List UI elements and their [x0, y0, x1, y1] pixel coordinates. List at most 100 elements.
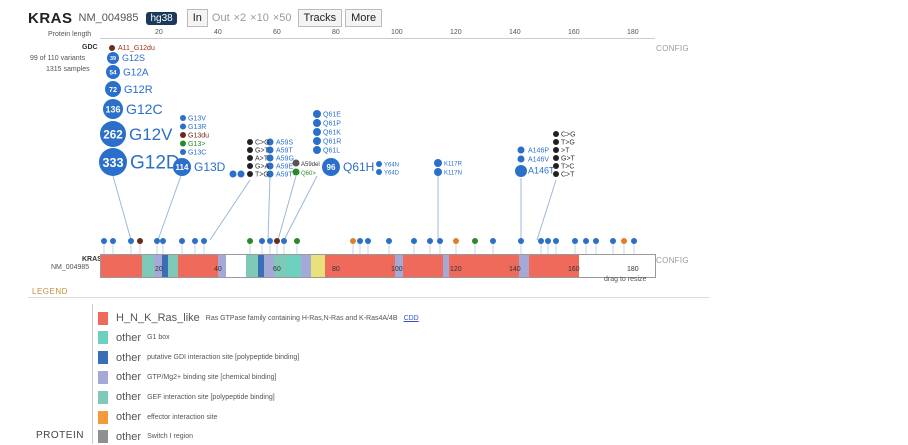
lollipop-disc[interactable]	[593, 238, 599, 244]
lollipop-disc[interactable]	[553, 171, 559, 177]
lollipop-disc[interactable]	[313, 137, 321, 145]
lollipop-disc[interactable]	[553, 147, 559, 153]
lollipop-disc[interactable]	[515, 165, 527, 177]
lollipop-disc[interactable]	[173, 158, 191, 176]
lollipop-disc[interactable]	[259, 238, 265, 244]
zoom-x50-button[interactable]: ×50	[272, 12, 292, 24]
protein-domain[interactable]	[101, 255, 109, 277]
lollipop-disc[interactable]	[274, 238, 280, 244]
lollipop-disc[interactable]	[180, 132, 186, 138]
protein-domain[interactable]	[154, 255, 162, 277]
lollipop-disc[interactable]	[427, 238, 433, 244]
lollipop-disc[interactable]	[105, 81, 121, 97]
lollipop-disc[interactable]	[292, 159, 300, 167]
lollipop-disc[interactable]	[386, 238, 392, 244]
lollipop-disc[interactable]	[313, 146, 321, 154]
lollipop-discs[interactable]	[99, 45, 637, 244]
lollipop-disc[interactable]	[160, 238, 166, 244]
protein-domain[interactable]	[168, 255, 178, 277]
protein-domain[interactable]	[274, 255, 286, 277]
lollipop-disc[interactable]	[631, 238, 637, 244]
lollipop-disc[interactable]	[247, 171, 253, 177]
protein-domain[interactable]	[395, 255, 403, 277]
lollipop-disc[interactable]	[180, 123, 186, 130]
protein-domain[interactable]	[519, 255, 529, 277]
lollipop-disc[interactable]	[313, 110, 321, 118]
protein-domain[interactable]	[218, 255, 226, 277]
zoom-x2-button[interactable]: ×2	[233, 12, 247, 24]
lollipop-disc[interactable]	[517, 155, 525, 163]
lollipop-disc[interactable]	[553, 238, 559, 244]
lollipop-disc[interactable]	[247, 147, 253, 153]
protein-domain[interactable]	[264, 255, 274, 277]
lollipop-disc[interactable]	[201, 238, 207, 244]
lollipop-disc[interactable]	[553, 163, 559, 169]
lollipop-disc[interactable]	[572, 238, 578, 244]
lollipop-disc[interactable]	[281, 238, 287, 244]
lollipop-disc[interactable]	[583, 238, 589, 244]
legend-cdd-link[interactable]: CDD	[403, 314, 419, 322]
lollipop-disc[interactable]	[357, 238, 363, 244]
gdc-config-link[interactable]: CONFIG	[656, 44, 689, 53]
lollipop-disc[interactable]	[266, 138, 274, 146]
protein-bar[interactable]	[100, 254, 656, 278]
zoom-x10-button[interactable]: ×10	[250, 12, 269, 24]
lollipop-disc[interactable]	[376, 169, 382, 175]
lollipop-disc[interactable]	[192, 238, 198, 244]
protein-domain[interactable]	[325, 255, 395, 277]
lollipop-disc[interactable]	[128, 238, 134, 244]
lollipop-disc[interactable]	[266, 146, 274, 154]
protein-domain[interactable]	[258, 255, 264, 277]
genome-badge[interactable]: hg38	[146, 11, 177, 25]
protein-domain[interactable]	[529, 255, 579, 277]
lollipop-disc[interactable]	[99, 148, 127, 176]
lollipop-disc[interactable]	[266, 162, 274, 170]
lollipop-disc[interactable]	[553, 131, 559, 137]
lollipop-disc[interactable]	[434, 168, 442, 176]
zoom-out-button[interactable]: Out	[211, 12, 230, 24]
lollipop-disc[interactable]	[545, 238, 551, 244]
legend-label[interactable]: LEGEND	[32, 287, 68, 296]
lollipop-disc[interactable]	[109, 45, 115, 51]
lollipop-disc[interactable]	[472, 238, 478, 244]
lollipop-disc[interactable]	[434, 159, 442, 167]
lollipop-disc[interactable]	[453, 238, 459, 244]
protein-domain[interactable]	[449, 255, 519, 277]
lollipop-disc[interactable]	[313, 119, 321, 127]
protein-domain[interactable]	[443, 255, 449, 277]
protein-domain[interactable]	[246, 255, 258, 277]
lollipop-disc[interactable]	[553, 139, 559, 145]
lollipop-disc[interactable]	[237, 170, 245, 178]
lollipop-disc[interactable]	[247, 163, 253, 169]
protein-domain[interactable]	[311, 255, 325, 277]
lollipop-disc[interactable]	[437, 238, 443, 244]
lollipop-disc[interactable]	[137, 238, 143, 244]
lollipop-disc[interactable]	[376, 161, 382, 167]
protein-domain[interactable]	[178, 255, 218, 277]
protein-domain[interactable]	[286, 255, 301, 277]
lollipop-disc[interactable]	[292, 168, 300, 176]
lollipop-disc[interactable]	[229, 170, 237, 178]
lollipop-disc[interactable]	[266, 170, 274, 178]
protein-domain[interactable]	[403, 255, 443, 277]
lollipop-disc[interactable]	[107, 52, 119, 64]
lollipop-disc[interactable]	[411, 238, 417, 244]
lollipop-disc[interactable]	[180, 140, 186, 147]
lollipop-disc[interactable]	[267, 238, 273, 244]
lollipop-disc[interactable]	[154, 238, 160, 244]
lollipop-disc[interactable]	[610, 238, 616, 244]
lollipop-disc[interactable]	[180, 149, 186, 155]
more-button[interactable]: More	[345, 9, 383, 27]
lollipop-disc[interactable]	[247, 139, 253, 145]
lollipop-disc[interactable]	[350, 238, 356, 244]
zoom-in-button[interactable]: In	[186, 9, 208, 27]
lollipop-disc[interactable]	[103, 99, 123, 119]
lollipop-disc[interactable]	[621, 238, 627, 244]
lollipop-disc[interactable]	[517, 146, 525, 154]
kras-config-link[interactable]: CONFIG	[656, 256, 689, 265]
lollipop-disc[interactable]	[538, 238, 544, 244]
